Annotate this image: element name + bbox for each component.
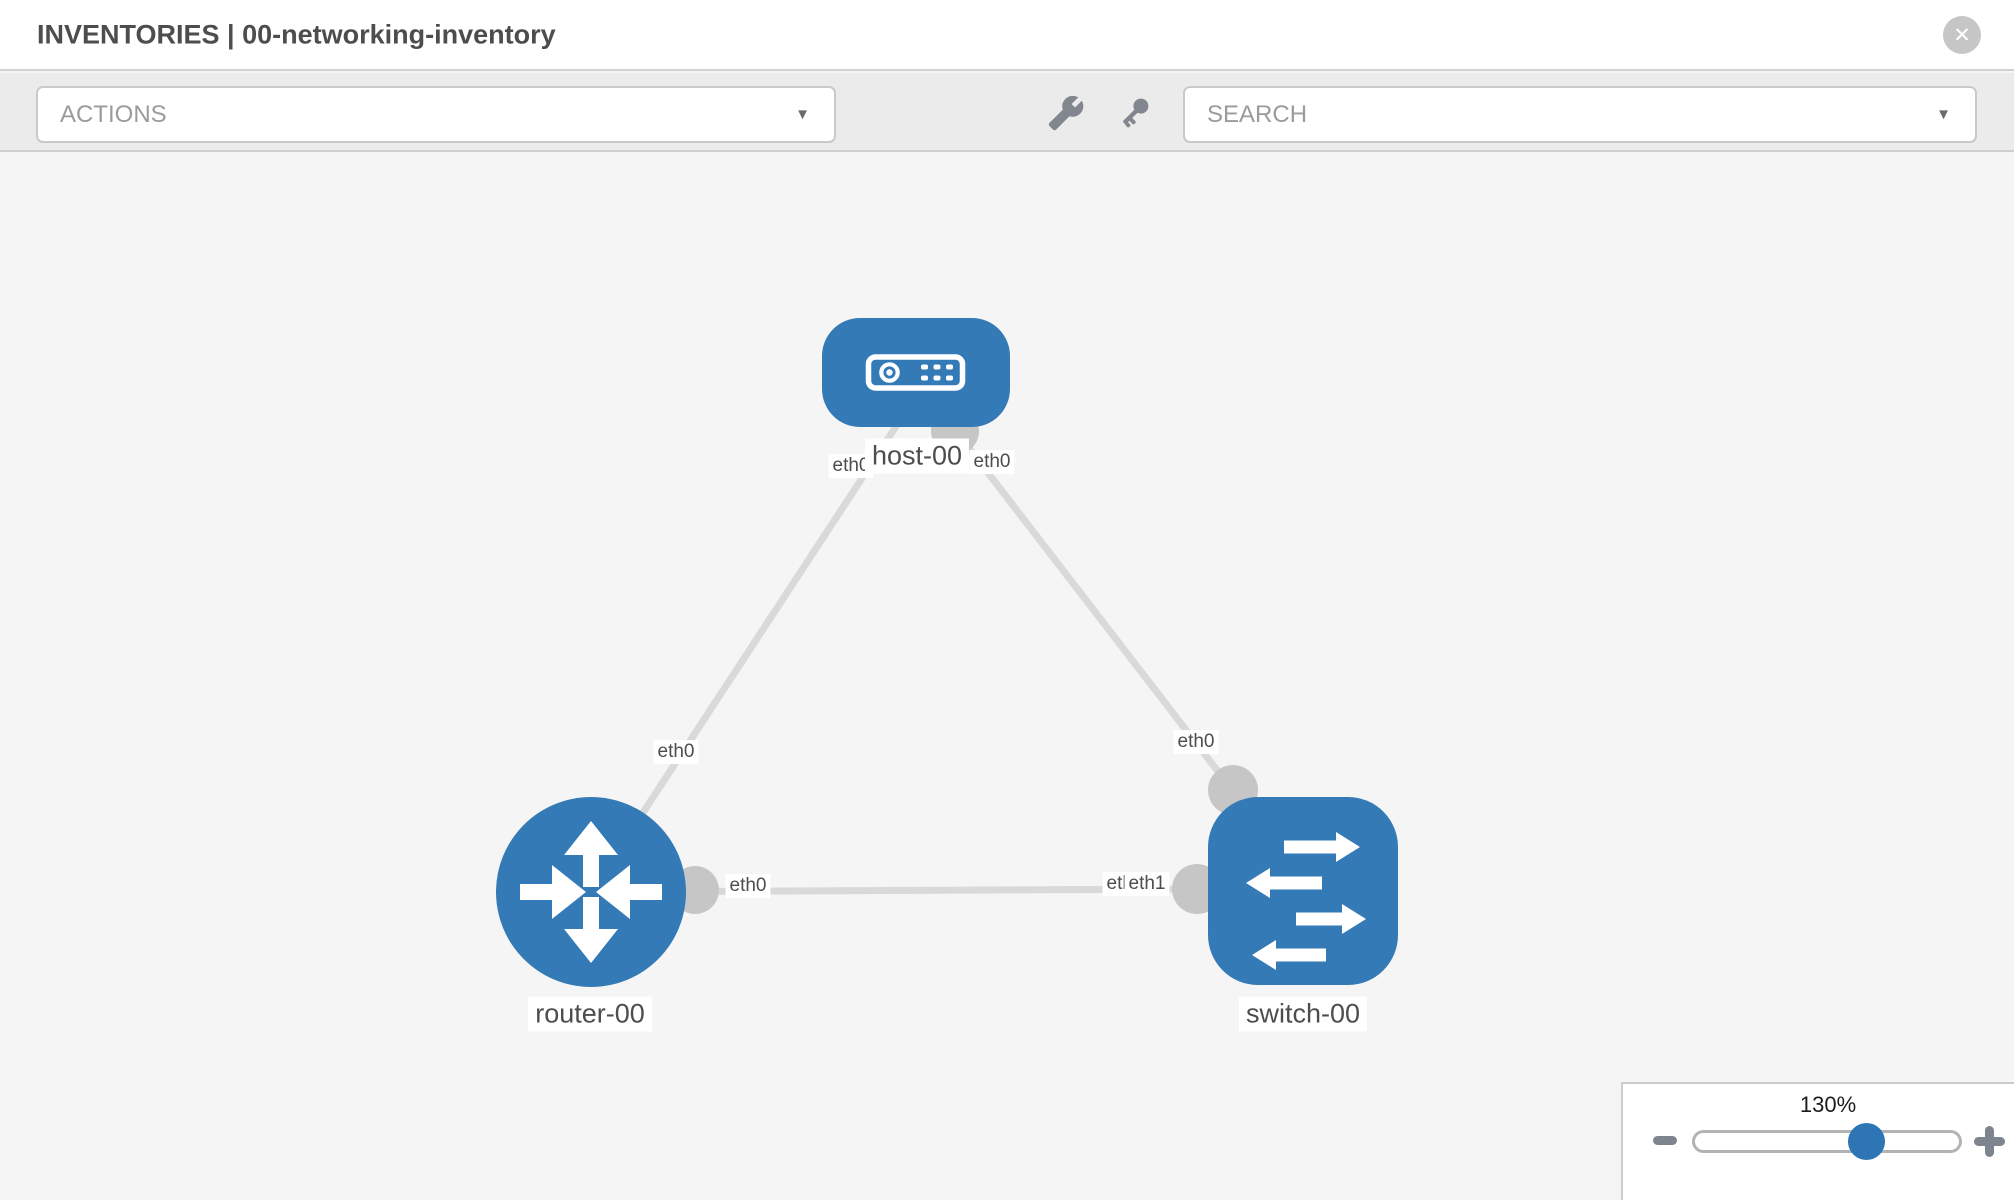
toolbar: ACTIONS ▼ SEARCH ▼ — [0, 73, 2014, 152]
zoom-slider-thumb[interactable] — [1848, 1123, 1885, 1160]
search-dropdown[interactable]: SEARCH ▼ — [1183, 86, 1977, 143]
link-router-host[interactable] — [588, 406, 911, 894]
port-label: eth0 — [969, 450, 1015, 474]
router-icon — [520, 821, 662, 963]
zoom-panel: 130% — [1621, 1082, 2014, 1200]
close-icon: ✕ — [1953, 23, 1971, 47]
port-label: eth0 — [828, 454, 874, 478]
zoom-in-plus-icon[interactable] — [1974, 1126, 2005, 1157]
port-label: eth0 — [725, 874, 771, 898]
header: INVENTORIES | 00-networking-inventory ✕ — [0, 0, 2014, 71]
port-label: eth1 — [1124, 872, 1170, 896]
node-label-router: router-00 — [528, 996, 652, 1032]
zoom-slider-track[interactable] — [1692, 1130, 1962, 1153]
node-host-00[interactable] — [822, 318, 1010, 427]
interface-connectors — [671, 407, 1258, 914]
actions-dropdown-label: ACTIONS — [60, 100, 167, 128]
topology-canvas[interactable] — [0, 152, 2014, 1200]
port-label: eth0 — [653, 740, 699, 764]
node-router-00[interactable] — [496, 797, 686, 987]
actions-dropdown[interactable]: ACTIONS ▼ — [36, 86, 836, 143]
port-label: eth0 — [1173, 730, 1219, 754]
zoom-percentage: 130% — [1799, 1092, 1857, 1117]
wrench-icon — [1048, 95, 1084, 131]
key-icon — [1123, 98, 1149, 128]
zoom-out-minus-icon[interactable] — [1653, 1136, 1677, 1145]
node-label-host: host-00 — [864, 438, 970, 474]
configure-button[interactable] — [1044, 91, 1088, 135]
node-switch-00[interactable] — [1208, 797, 1398, 985]
links — [588, 406, 1236, 896]
close-button[interactable]: ✕ — [1943, 16, 1981, 54]
chevron-down-icon: ▼ — [1936, 105, 1951, 123]
node-label-switch: switch-00 — [1238, 996, 1368, 1032]
search-dropdown-label: SEARCH — [1207, 100, 1308, 128]
switch-icon — [1246, 832, 1366, 970]
credentials-button[interactable] — [1112, 91, 1156, 135]
host-icon — [865, 354, 966, 391]
page-title: INVENTORIES | 00-networking-inventory — [37, 19, 556, 49]
chevron-down-icon: ▼ — [795, 105, 810, 123]
